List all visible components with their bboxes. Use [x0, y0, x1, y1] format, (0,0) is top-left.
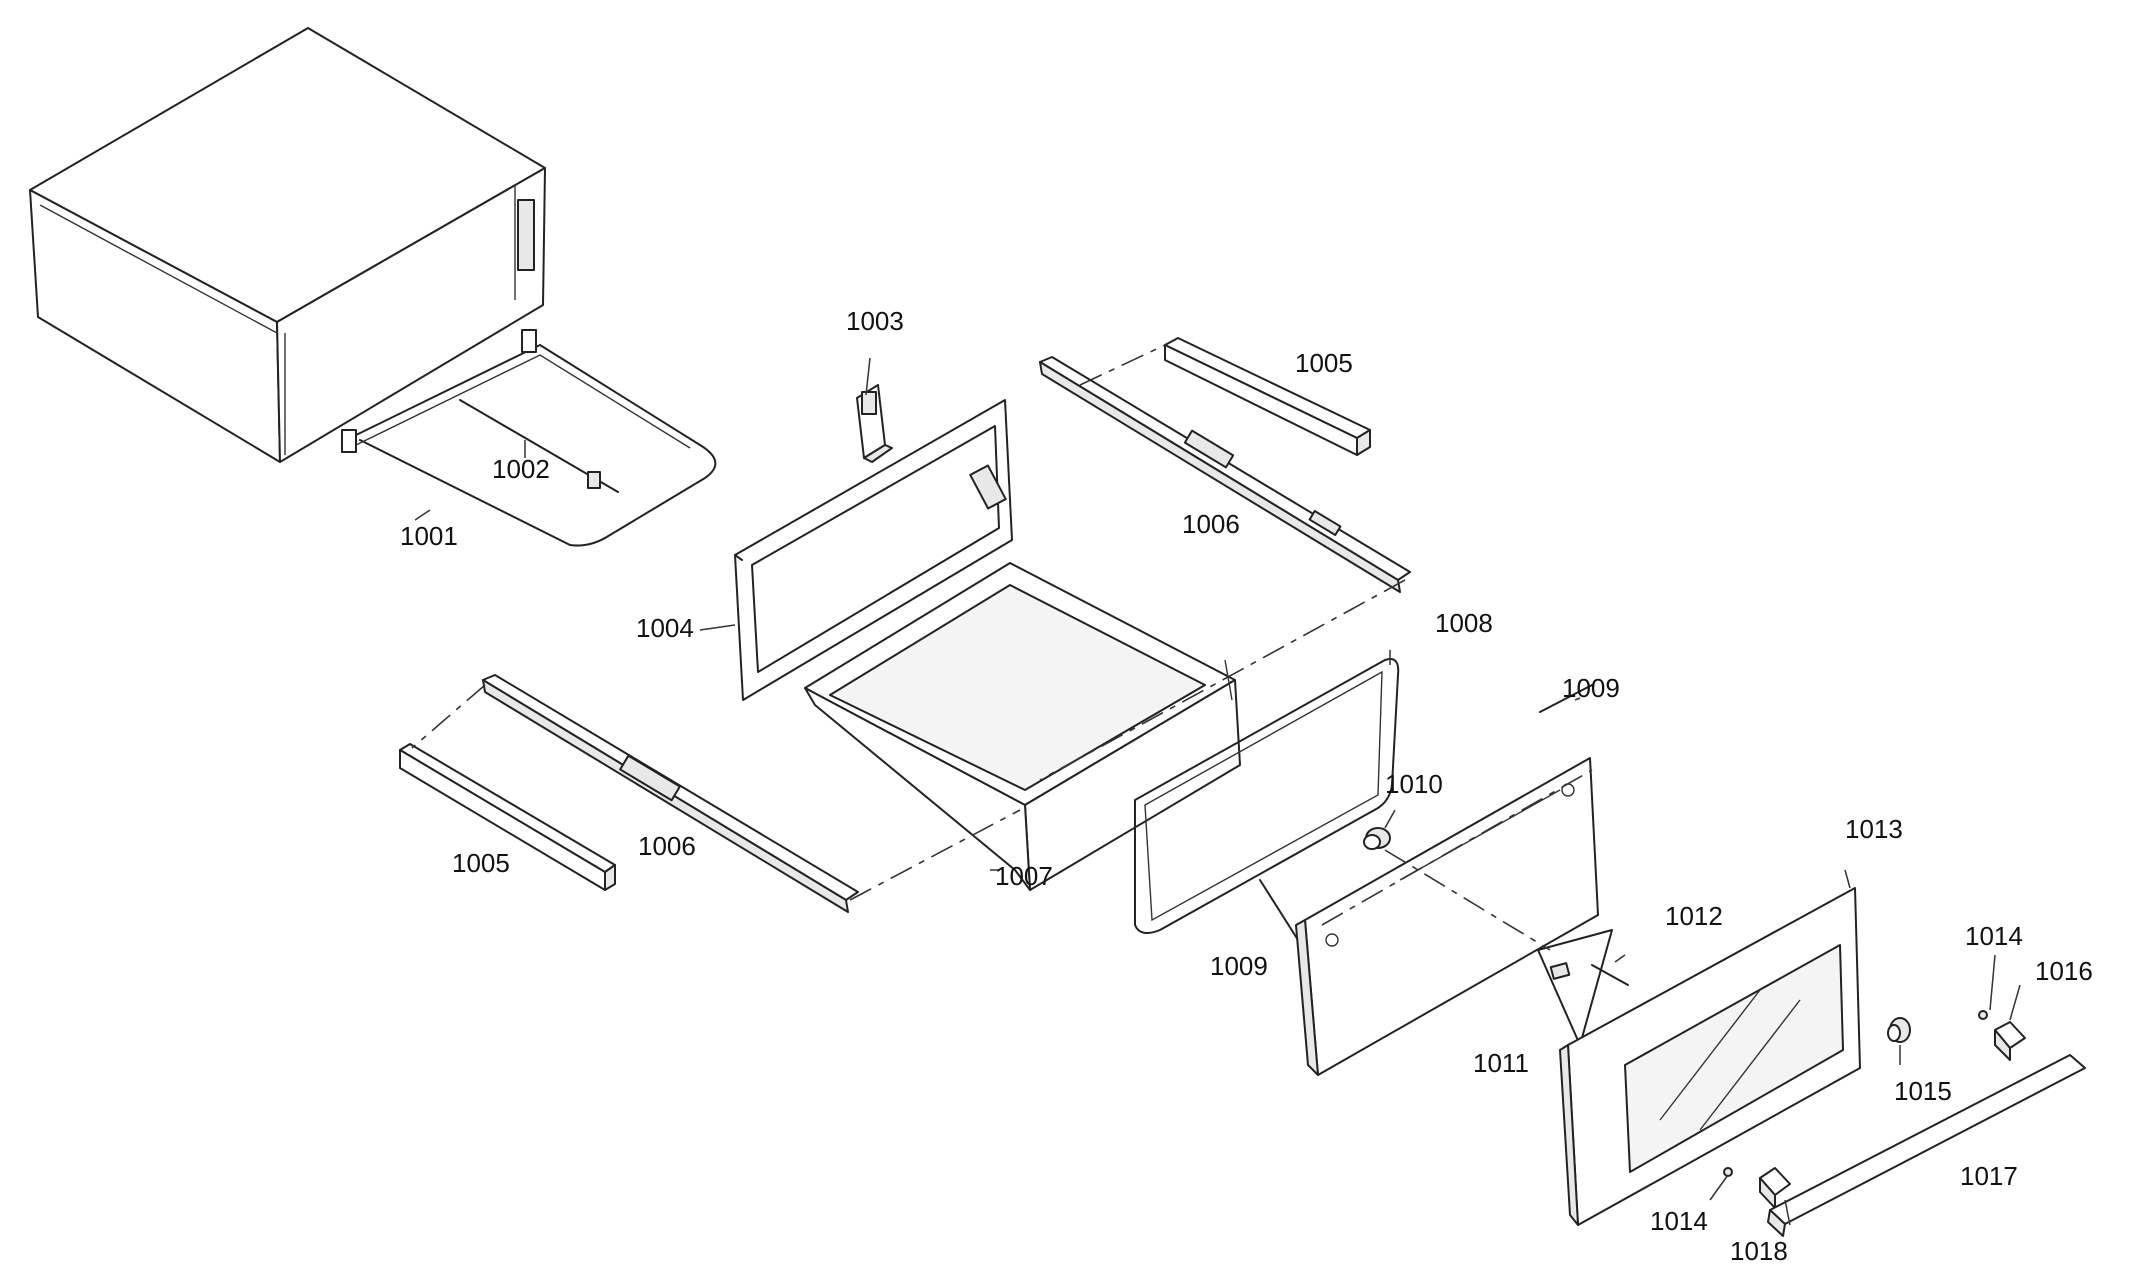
door-gasket [1134, 658, 1400, 935]
latch-roller [1363, 827, 1391, 850]
label-1003: 1003 [846, 306, 904, 336]
control-knob [1887, 1017, 1911, 1043]
label-1016: 1016 [2035, 956, 2093, 986]
hinge-pins [1259, 684, 1593, 941]
slide-rail-lower [482, 674, 859, 913]
label-1004: 1004 [636, 613, 694, 643]
label-1010: 1010 [1385, 769, 1443, 799]
part-labels: 1001 1002 1003 1004 1005 1005 1006 1006 … [400, 306, 2093, 1265]
handle-bracket-right [1994, 1021, 2026, 1061]
screw [1591, 964, 1629, 986]
label-1005-lower: 1005 [452, 848, 510, 878]
handle-bar [1767, 1054, 2086, 1237]
mount-bracket-lower [399, 743, 616, 891]
housing-box [29, 27, 546, 463]
label-1007: 1007 [995, 861, 1053, 891]
label-1014-lower: 1014 [1650, 1206, 1708, 1236]
inner-door-panel [1295, 757, 1599, 1076]
label-1013: 1013 [1845, 814, 1903, 844]
mount-bracket-upper [1164, 337, 1371, 456]
label-1012: 1012 [1665, 901, 1723, 931]
label-1009-lower: 1009 [1210, 951, 1268, 981]
damper-plate [1537, 929, 1613, 1046]
label-1002: 1002 [492, 454, 550, 484]
assembly-lines [411, 344, 1593, 951]
label-1008: 1008 [1435, 608, 1493, 638]
front-frame [734, 399, 1013, 701]
label-1001: 1001 [400, 521, 458, 551]
leader-lines [414, 357, 2021, 1226]
drawer-pan [804, 562, 1241, 891]
label-1015: 1015 [1894, 1076, 1952, 1106]
switch-block [856, 384, 893, 463]
slide-rail-upper [1039, 356, 1411, 593]
label-1014-upper: 1014 [1965, 921, 2023, 951]
label-1006-lower: 1006 [638, 831, 696, 861]
label-1005-upper: 1005 [1295, 348, 1353, 378]
label-1018: 1018 [1730, 1236, 1788, 1265]
outer-door [1559, 887, 1861, 1226]
handle-bracket-left [1759, 1167, 1791, 1209]
label-1011: 1011 [1473, 1048, 1529, 1078]
label-1017: 1017 [1960, 1161, 2018, 1191]
label-1006-upper: 1006 [1182, 509, 1240, 539]
sensor-rod [459, 399, 619, 493]
heating-element [341, 329, 717, 547]
label-1009-upper: 1009 [1562, 673, 1620, 703]
handle-screws [1723, 1010, 1988, 1177]
